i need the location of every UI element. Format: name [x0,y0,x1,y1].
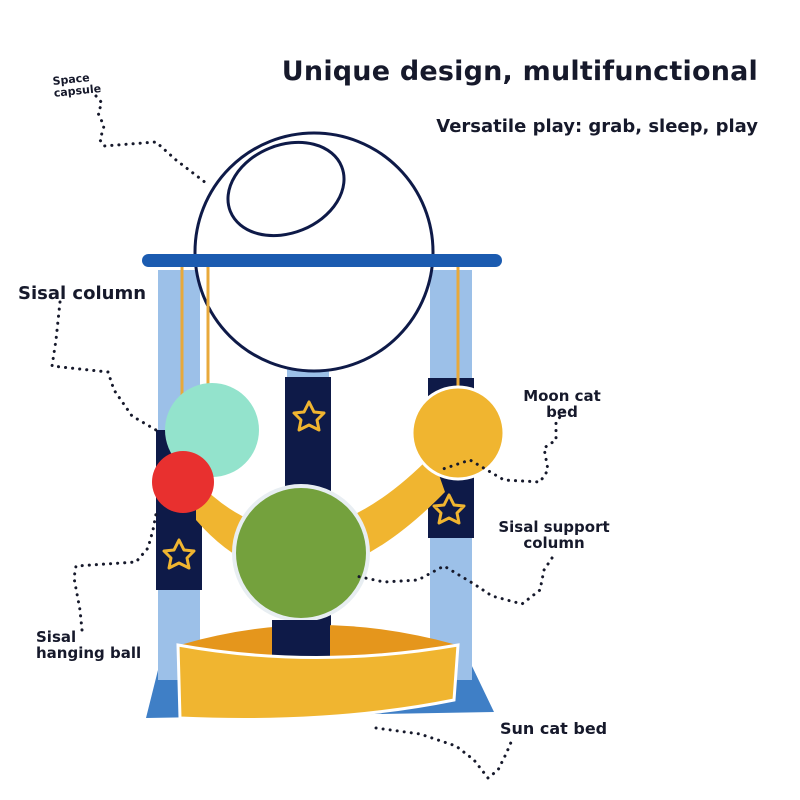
label-sisal-support-column: Sisal support column [498,518,610,552]
label-sisal-hanging-ball: Sisal hanging ball [36,628,142,662]
label-sisal-column: Sisal column [18,283,147,304]
star-icon [162,538,196,570]
yellow-ball [410,385,506,481]
page-subtitle: Versatile play: grab, sleep, play [436,116,758,137]
leader-sisal-column [50,300,158,432]
leader-lines [50,94,566,781]
label-sun-cat-bed: Sun cat bed [500,719,608,738]
label-moon-cat-bed: Moon cat bed [523,387,601,421]
sun-cat-bed [176,643,460,722]
page-title: Unique design, multifunctional [281,56,758,87]
sisal-hanging-ball [152,451,214,513]
star-icon [432,493,466,525]
leader-sisal-hanging-ball [72,512,158,632]
leader-sisal-support-column [354,556,554,606]
space-capsule [193,131,435,373]
leader-space-capsule [94,94,208,185]
label-space-capsule: Space capsule [51,71,102,100]
star-icon [292,400,326,432]
leader-sun-cat-bed [374,726,514,781]
green-ball [232,484,370,622]
space-capsule-window [226,140,346,238]
top-bar [142,254,502,267]
